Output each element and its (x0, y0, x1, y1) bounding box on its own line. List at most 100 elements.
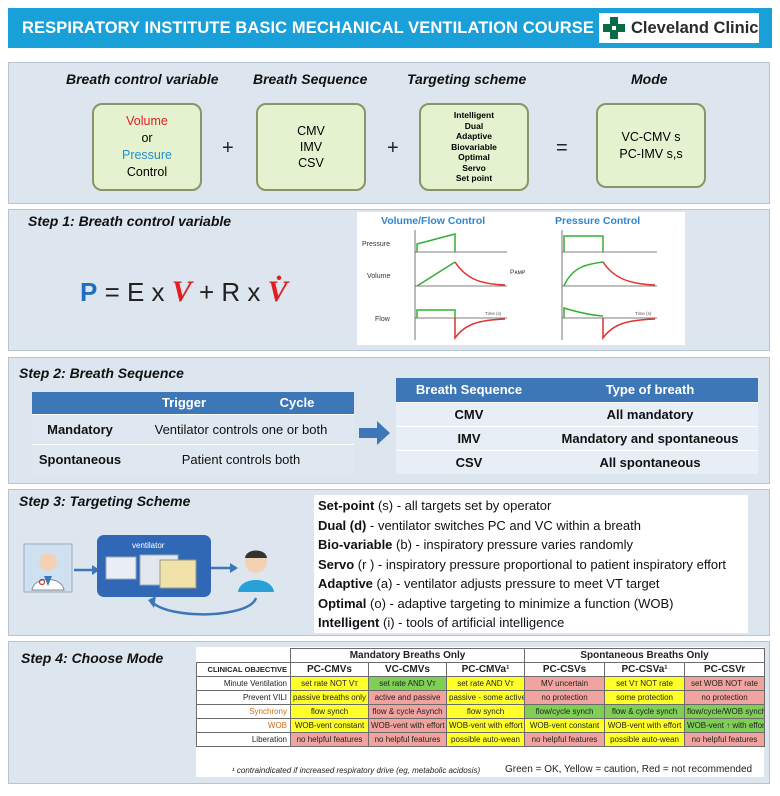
list-item: Bio-variable (b) - inspiratory pressure … (318, 537, 633, 552)
volume-control-title: Volume/Flow Control (381, 215, 485, 227)
control-waveforms-graphic: Volume/Flow Control Pressure Control Pre… (357, 212, 685, 345)
pressure-label: Pressure (121, 148, 173, 162)
mode-cell: no helpful features (684, 732, 766, 747)
heading-mode: Mode (631, 71, 668, 87)
heading-control-variable: Breath control variable (66, 71, 219, 87)
contraindication-footnote: ¹ contraindicated if increased respirato… (232, 766, 481, 775)
or-label: or (141, 131, 153, 145)
eq-v: V (171, 275, 192, 308)
mode-cell: flow synch (290, 704, 369, 719)
row-label-flow: Flow (375, 316, 391, 323)
col-header-mode: PC-CSVa¹ (604, 662, 686, 677)
seq-imv: IMV (299, 140, 323, 154)
col-header-cycle: Cycle (240, 392, 354, 414)
row-value-mandatory: Ventilator controls one or both (128, 413, 354, 444)
table-row: Liberation no helpful features no helpfu… (196, 732, 766, 747)
table-row: Synchrony flow synch flow & cycle Asynch… (196, 704, 766, 719)
target-biovariable: Biovariable (451, 141, 497, 152)
list-item: Optimal (o) - adaptive targeting to mini… (318, 595, 674, 611)
mode-cell: flow/cycle synch (524, 704, 606, 719)
mode-cell: WOB-vent with effort (368, 718, 447, 733)
mode-cell: no helpful features (290, 732, 369, 747)
step3-title: Step 3: Targeting Scheme (19, 493, 191, 509)
pressure-control-title: Pressure Control (555, 215, 640, 227)
mode-vc-cmv: VC-CMV s (621, 129, 681, 144)
list-item: Adaptive (a) - ventilator adjusts pressu… (318, 576, 660, 591)
course-title: RESPIRATORY INSTITUTE BASIC MECHANICAL V… (22, 19, 594, 37)
clinical-objective-header: CLINICAL OBJECTIVE (196, 662, 291, 677)
list-item: Intelligent (i) - tools of artificial in… (318, 615, 565, 630)
mode-cell: WOB-vent with effort (445, 718, 526, 733)
list-item: Set-point (s) - all targets set by opera… (318, 498, 552, 513)
target-intelligent: Intelligent (453, 110, 495, 121)
type-cell: Mandatory and spontaneous (542, 425, 758, 450)
type-cell: All mandatory (542, 401, 758, 426)
col-header-mode: VC-CMVs (368, 662, 447, 677)
objective-label: WOB (196, 718, 291, 733)
objective-label: Prevent VILI (196, 690, 291, 705)
row-label-pressure: Pressure (362, 241, 390, 248)
patient-icon (238, 550, 274, 592)
mode-cell: possible auto-wean (445, 732, 526, 747)
mode-cell: set Vᴛ NOT rate (604, 676, 686, 691)
col-header-blank (32, 392, 128, 414)
patient-ventilator-diagram: ventilator (23, 535, 274, 616)
logo-text: Cleveland Clinic (631, 18, 759, 37)
col-header-mode: PC-CSVr (684, 662, 766, 677)
doctor-icon (23, 543, 73, 593)
col-header-mode: PC-CMVa¹ (445, 662, 526, 677)
mode-cell: flow/cycle/WOB synch (684, 704, 766, 719)
time-label-pressure: Time (s) (635, 311, 652, 316)
mode-cell: some protection (604, 690, 686, 705)
equals-sign: = (556, 137, 568, 159)
mode-cell: WOB-vent constant (290, 718, 369, 733)
target-servo: Servo (462, 162, 486, 173)
objective-label: Synchrony (196, 704, 291, 719)
objective-label: Minute Ventilation (196, 676, 291, 691)
pamp-label: Pᴀᴍᴘ (510, 269, 526, 276)
col-header-type-of-breath: Type of breath (542, 378, 758, 402)
step2-title: Step 2: Breath Sequence (19, 365, 184, 381)
col-header-breath-sequence: Breath Sequence (396, 378, 542, 402)
table-row: Minute Ventilation set rate NOT Vᴛ set r… (196, 676, 766, 691)
cleveland-clinic-logo: Cleveland Clinic (599, 13, 759, 43)
col-header-trigger: Trigger (128, 392, 240, 414)
heading-targeting-scheme: Targeting scheme (407, 71, 527, 87)
type-cell: All spontaneous (542, 449, 758, 474)
mode-cell: set rate AND Vᴛ (445, 676, 526, 691)
right-arrow-icon (359, 421, 390, 445)
mode-box: VC-CMV s PC-IMV s,s (596, 103, 706, 188)
mode-cell: set rate NOT Vᴛ (290, 676, 369, 691)
row-label-mandatory: Mandatory (32, 413, 128, 444)
seq-cell: IMV (396, 425, 542, 450)
table-row: Prevent VILI passive breaths only active… (196, 690, 766, 705)
mode-cell: flow synch (445, 704, 526, 719)
objective-label: Liberation (196, 732, 291, 747)
mode-selection-table: Mandatory Breaths Only Spontaneous Breat… (196, 648, 766, 747)
equation-of-motion: P = E x V + R x V̇ (80, 275, 288, 309)
mode-cell: flow & cycle Asynch (368, 704, 447, 719)
target-adaptive: Adaptive (456, 131, 492, 142)
eq-rx: + R x (191, 277, 268, 307)
mode-cell: MV uncertain (524, 676, 606, 691)
eq-vdot: V̇ (267, 275, 288, 308)
time-label-volume: Time (s) (485, 311, 502, 316)
mode-cell: passive breaths only (290, 690, 369, 705)
targeting-definitions-list: Set-point (s) - all targets set by opera… (318, 496, 726, 633)
mode-cell: passive - some active (445, 690, 526, 705)
mode-cell: active and passive (368, 690, 447, 705)
mode-cell: WOB-vent with effort (604, 718, 686, 733)
target-dual: Dual (464, 120, 484, 131)
group-header-mandatory: Mandatory Breaths Only (289, 648, 526, 663)
seq-cmv: CMV (297, 124, 325, 138)
row-label-spontaneous: Spontaneous (32, 443, 128, 474)
header-bar: RESPIRATORY INSTITUTE BASIC MECHANICAL V… (8, 8, 772, 48)
mode-cell: set rate AND Vᴛ (368, 676, 447, 691)
step1-title: Step 1: Breath control variable (28, 213, 232, 229)
breath-sequence-box: CMV IMV CSV (256, 103, 366, 191)
mode-cell: flow & cycle synch (604, 704, 686, 719)
heading-breath-sequence: Breath Sequence (253, 71, 368, 87)
